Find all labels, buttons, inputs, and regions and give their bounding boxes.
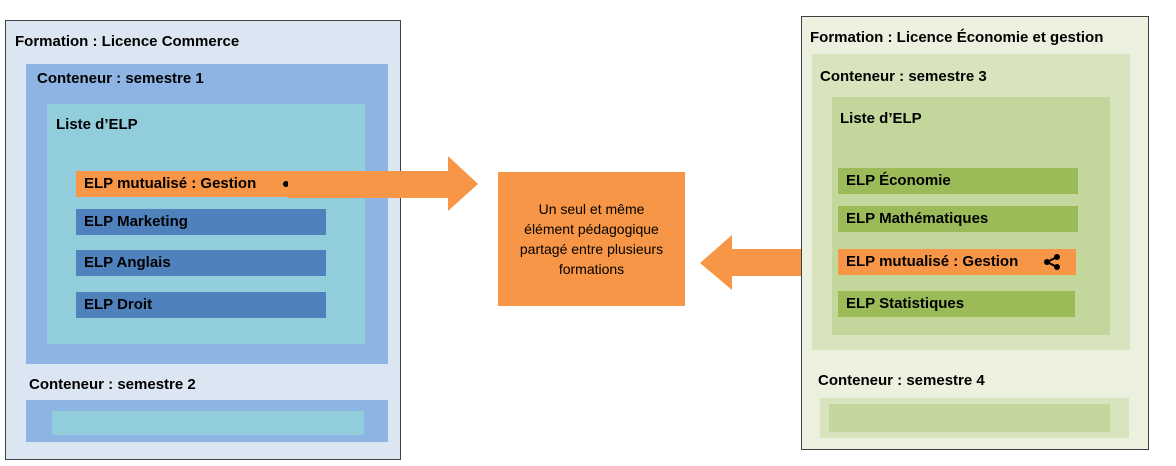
elp-list-right-title: Liste d’ELP	[840, 110, 922, 127]
elp-mathematiques: ELP Mathématiques	[838, 206, 1078, 232]
container-semestre-1-title: Conteneur : semestre 1	[37, 70, 204, 87]
formation-right-title: Formation : Licence Économie et gestion	[810, 29, 1104, 46]
arrow-right-to-center	[700, 235, 848, 290]
container-semestre-3-title: Conteneur : semestre 3	[820, 68, 987, 85]
elp-anglais: ELP Anglais	[76, 250, 326, 276]
container-semestre-4-title: Conteneur : semestre 4	[818, 372, 985, 389]
elp-label: ELP Anglais	[84, 254, 171, 271]
elp-marketing: ELP Marketing	[76, 209, 326, 235]
elp-shared-gestion-left: ELP mutualisé : Gestion	[76, 171, 306, 197]
shared-element-line: Un seul et même	[538, 201, 645, 217]
shared-element-line: partagé entre plusieurs	[519, 241, 664, 257]
shared-element-text: Un seul et même élément pédagogique part…	[520, 199, 663, 279]
elp-label: ELP mutualisé : Gestion	[84, 175, 257, 192]
share-icon	[1044, 254, 1060, 270]
elp-droit: ELP Droit	[76, 292, 326, 318]
elp-list-left-title: Liste d’ELP	[56, 116, 138, 133]
formation-left-title: Formation : Licence Commerce	[15, 33, 240, 50]
elp-shared-gestion-right: ELP mutualisé : Gestion	[838, 249, 1076, 275]
container-semestre-2-title: Conteneur : semestre 2	[29, 376, 196, 393]
elp-economie: ELP Économie	[838, 168, 1078, 194]
elp-label: ELP Droit	[84, 296, 153, 313]
arrow-left-to-center	[288, 156, 478, 211]
elp-label: ELP mutualisé : Gestion	[846, 253, 1019, 270]
elp-label: ELP Mathématiques	[846, 210, 989, 227]
elp-label: ELP Statistiques	[846, 295, 965, 312]
elp-statistiques: ELP Statistiques	[838, 291, 1075, 317]
shared-element-line: formations	[558, 261, 625, 277]
container-semestre-2-inner	[52, 411, 364, 435]
container-semestre-4-inner	[829, 404, 1110, 432]
elp-label: ELP Économie	[846, 172, 951, 189]
shared-element-box: Un seul et même élément pédagogique part…	[498, 172, 685, 306]
shared-element-line: élément pédagogique	[524, 221, 659, 237]
elp-label: ELP Marketing	[84, 213, 188, 230]
